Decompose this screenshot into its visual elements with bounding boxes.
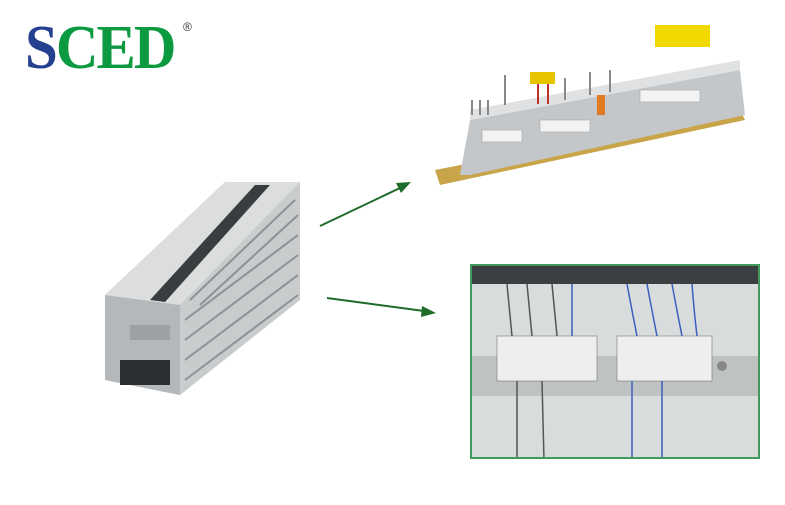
arrow-to-cabinet — [326, 297, 436, 317]
cabinet-installation-image — [470, 264, 760, 459]
registered-mark: ® — [183, 20, 192, 34]
sced-logo: SCED — [25, 17, 200, 79]
single-terminal-block-image — [105, 182, 300, 395]
din-rail-assembly-image — [435, 25, 745, 185]
logo-letter-s: S — [25, 14, 58, 82]
logo-letters-ced: CED — [55, 14, 177, 82]
arrow-to-din-rail — [319, 182, 411, 227]
